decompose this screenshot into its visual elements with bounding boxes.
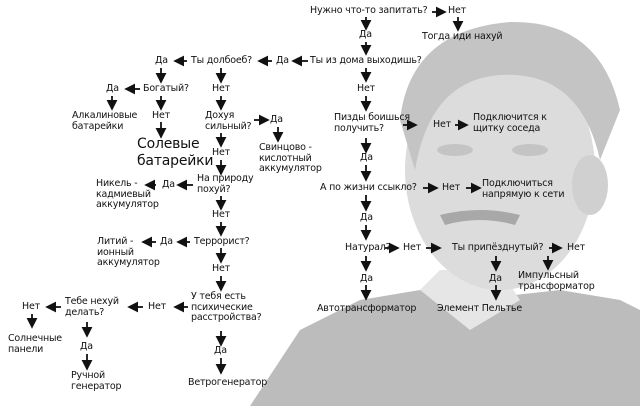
- result-go-away: Тогда иди нахуй: [422, 31, 503, 42]
- result-grid: Подключиться напрямую к сети: [482, 178, 565, 200]
- answer-yes: Да: [155, 55, 168, 66]
- answer-yes: Да: [360, 212, 373, 223]
- answer-yes: Да: [80, 341, 93, 352]
- question-straight: Натурал?: [345, 242, 391, 253]
- result-peltier: Элемент Пельтье: [437, 303, 522, 314]
- answer-no: Нет: [212, 263, 230, 274]
- question-dumb: Ты долбоеб?: [191, 55, 252, 66]
- result-neighbor: Подключится к щитку соседа: [473, 112, 547, 134]
- answer-yes: Да: [270, 114, 283, 125]
- answer-yes: Да: [489, 273, 502, 284]
- result-hand-generator: Ручной генератор: [71, 370, 122, 392]
- question-rich: Богатый?: [143, 83, 189, 94]
- answer-no: Нет: [403, 242, 421, 253]
- answer-no: Нет: [212, 83, 230, 94]
- question-need-power: Нужно что-то запитать?: [310, 5, 428, 16]
- question-fear: Пизды боишься получить?: [334, 112, 410, 134]
- result-saline: Солевые батарейки: [137, 136, 214, 169]
- result-solar: Солнечные панели: [8, 333, 62, 355]
- answer-yes: Да: [214, 345, 227, 356]
- answer-no: Нет: [567, 242, 585, 253]
- result-nicd: Никель - кадмиевый аккумулятор: [96, 178, 159, 210]
- answer-no: Нет: [212, 147, 230, 158]
- answer-yes: Да: [359, 29, 372, 40]
- answer-yes: Да: [106, 83, 119, 94]
- answer-yes: Да: [360, 152, 373, 163]
- answer-no: Нет: [212, 209, 230, 220]
- question-terrorist: Террорист?: [194, 236, 250, 247]
- question-mental: У тебя есть психические расстройства?: [191, 291, 262, 323]
- result-liion: Литий - ионный аккумулятор: [97, 236, 160, 268]
- question-leave-home: Ты из дома выходишь?: [310, 55, 422, 66]
- question-strong: Дохуя сильный?: [205, 110, 252, 132]
- question-coward: А по жизни ссыкло?: [320, 182, 417, 193]
- answer-no: Нет: [22, 301, 40, 312]
- answer-no: Нет: [357, 83, 375, 94]
- question-nature: На природу похуй?: [197, 173, 254, 195]
- question-crazy: Ты припёзднутый?: [452, 242, 544, 253]
- answer-yes: Да: [276, 55, 289, 66]
- answer-yes: Да: [160, 236, 173, 247]
- result-alkaline: Алкалиновые батарейки: [72, 110, 138, 132]
- answer-yes: Да: [162, 179, 175, 190]
- answer-no: Нет: [448, 5, 466, 16]
- result-pulse-transformer: Импульсный трансформатор: [518, 270, 595, 292]
- result-wind: Ветрогенератор: [188, 377, 268, 388]
- answer-no: Нет: [148, 301, 166, 312]
- answer-no: Нет: [442, 182, 460, 193]
- answer-no: Нет: [433, 119, 451, 130]
- result-autotransformer: Автотрансформатор: [317, 303, 417, 314]
- answer-yes: Да: [360, 273, 373, 284]
- question-bored: Тебе нехуй делать?: [65, 296, 119, 318]
- result-lead-acid: Свинцово - кислотный аккумулятор: [259, 142, 322, 174]
- answer-no: Нет: [152, 110, 170, 121]
